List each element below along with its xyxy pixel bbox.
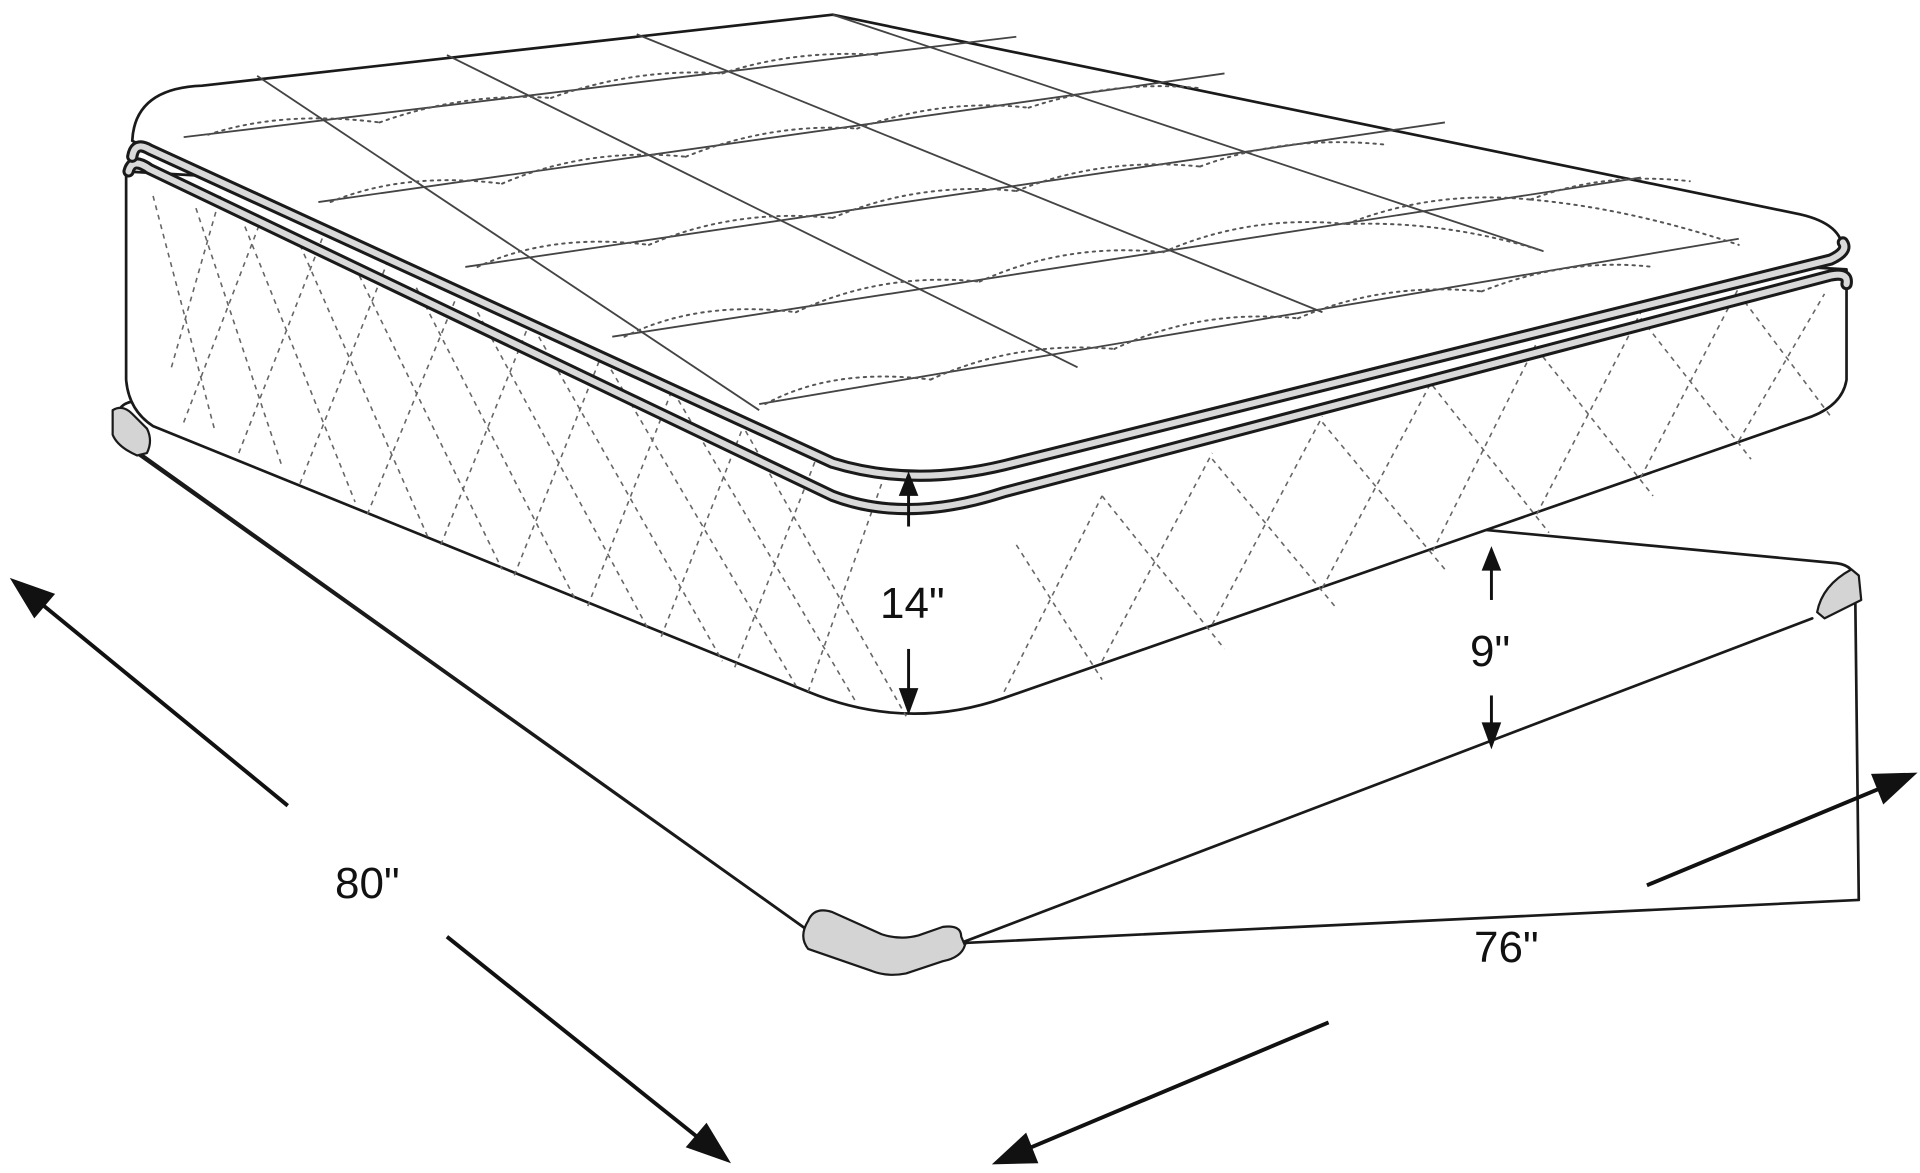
- foundation-height-dimension: [1481, 546, 1502, 750]
- mattress-height-dimension: [898, 471, 919, 716]
- length-dimension-arrows: [9, 577, 732, 1164]
- upper-piping: [126, 140, 1851, 482]
- width-label: 76": [1474, 923, 1539, 972]
- corner-guard-right: [1816, 568, 1863, 620]
- foundation-height-label: 9": [1470, 627, 1511, 676]
- corner-guard-left: [111, 406, 152, 457]
- mattress-height-label: 14": [880, 579, 945, 628]
- width-dimension-arrows: [991, 772, 1918, 1165]
- length-label: 80": [335, 859, 400, 908]
- corner-guard-front: [802, 909, 966, 976]
- lower-piping: [122, 157, 1853, 516]
